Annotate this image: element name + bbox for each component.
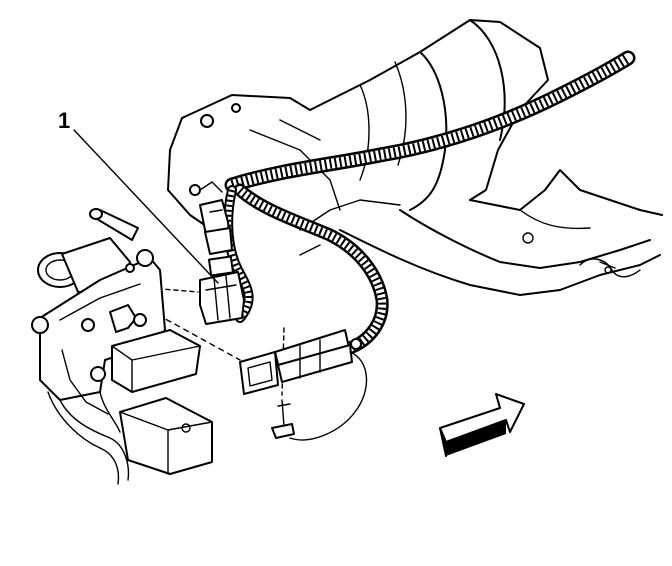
disconnect-connector-1 (199, 255, 245, 325)
lower-connector-bracket (239, 329, 368, 441)
transmission-case (167, 19, 663, 296)
callout-label-1: 1 (58, 108, 70, 133)
harness-branch-conduit (233, 183, 389, 355)
callout-leader-line (73, 129, 219, 284)
arrow-forward-icon (439, 393, 525, 457)
upper-sensor-connector (199, 181, 233, 255)
mounting-bracket-assembly (31, 208, 213, 485)
sensor-lead-conduit (223, 185, 254, 323)
wiring-harness-conduit (224, 50, 636, 193)
